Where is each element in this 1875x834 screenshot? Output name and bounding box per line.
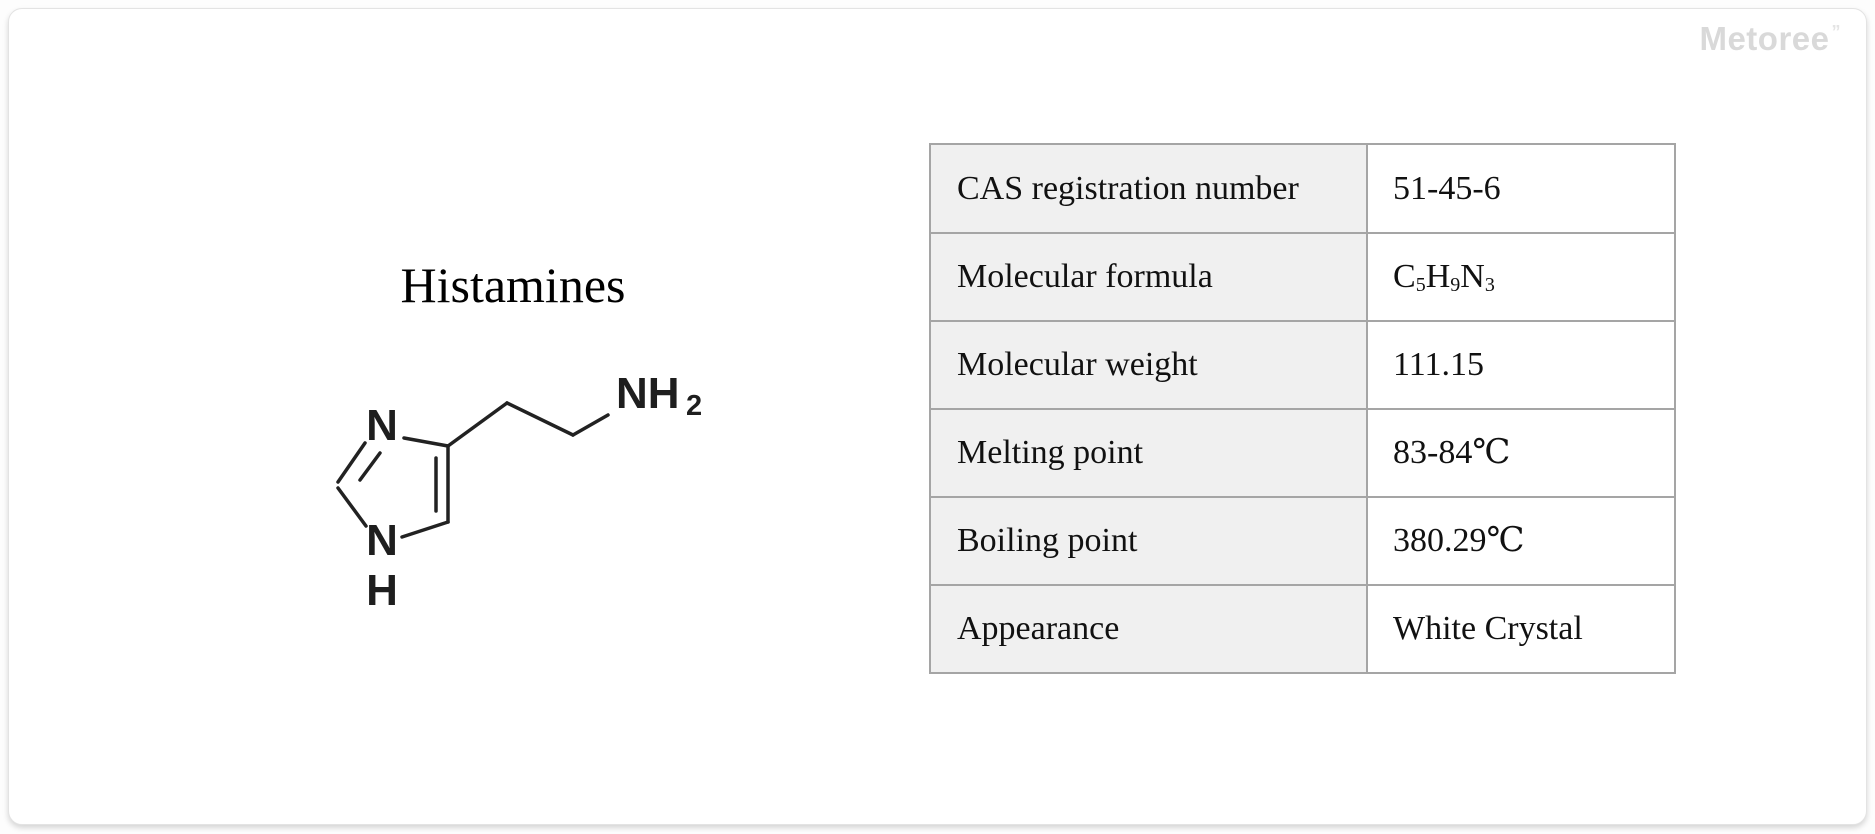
bond-chain-1 — [446, 401, 509, 448]
property-value-cell: 83-84℃ — [1366, 408, 1676, 498]
property-label-cell: CAS registration number — [929, 143, 1368, 234]
table-row-weight: Molecular weight 111.15 — [929, 320, 1676, 410]
bond-n3-c5 — [400, 520, 450, 539]
bond-chain-amine — [571, 413, 610, 437]
property-value-cell: C5H9N3 — [1366, 232, 1676, 322]
metoree-logo-text: Metoree — [1699, 20, 1830, 57]
amine-subscript-label: 2 — [686, 390, 702, 422]
ethylamine-chain — [446, 401, 610, 448]
bond-chain-2 — [505, 401, 575, 437]
table-row-appearance: Appearance White Crystal — [929, 584, 1676, 674]
bond-n1-c2-inner — [358, 451, 382, 482]
molecular-structure-diagram: N N H NH 2 — [336, 369, 702, 615]
property-label-cell: Appearance — [929, 584, 1368, 674]
table-row-cas: CAS registration number 51-45-6 — [929, 143, 1676, 234]
bond-n1-c2-outer — [336, 441, 367, 484]
property-value-cell: 51-45-6 — [1366, 143, 1676, 234]
property-value-cell: White Crystal — [1366, 584, 1676, 674]
ring-nitrogen-label: N — [366, 401, 398, 450]
bond-c2-n3 — [336, 486, 368, 528]
property-value-cell: 380.29℃ — [1366, 496, 1676, 586]
imidazole-ring — [336, 436, 450, 539]
properties-table: CAS registration number 51-45-6 Molecula… — [929, 143, 1676, 674]
property-label-cell: Molecular weight — [929, 320, 1368, 410]
amine-group-label: NH — [616, 369, 680, 418]
property-label-cell: Melting point — [929, 408, 1368, 498]
logo-accent-icon: ” — [1831, 22, 1841, 42]
table-row-formula: Molecular formula C5H9N3 — [929, 232, 1676, 322]
ring-nh-hydrogen-label: H — [366, 566, 398, 615]
property-label-cell: Boiling point — [929, 496, 1368, 586]
table-row-boiling: Boiling point 380.29℃ — [929, 496, 1676, 586]
property-label-cell: Molecular formula — [929, 232, 1368, 322]
property-value-cell: 111.15 — [1366, 320, 1676, 410]
ring-nh-nitrogen-label: N — [366, 516, 398, 565]
metoree-watermark: Metoree” — [1699, 20, 1841, 58]
table-row-melting: Melting point 83-84℃ — [929, 408, 1676, 498]
bond-c4-n1 — [402, 436, 450, 448]
compound-title: Histamines — [400, 257, 626, 313]
